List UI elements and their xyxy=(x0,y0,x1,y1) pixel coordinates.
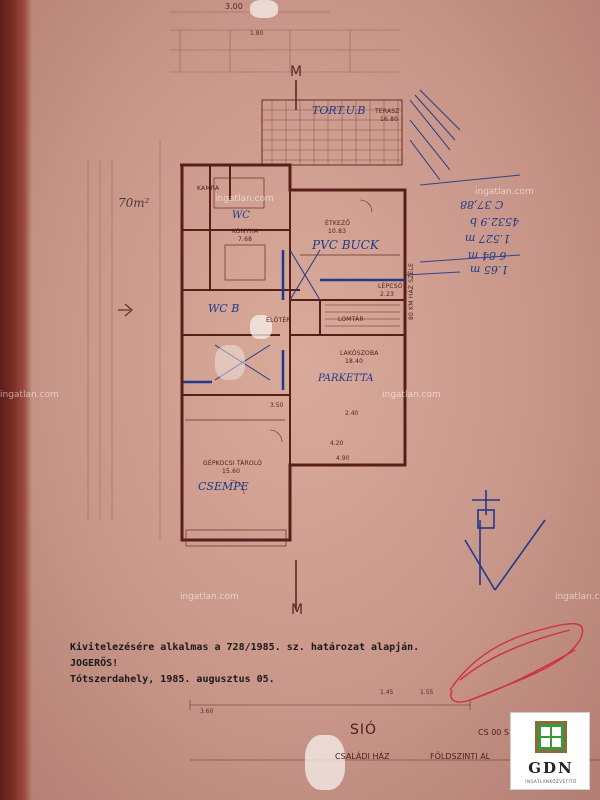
handwritten-right-number: 1.65 m xyxy=(470,263,509,276)
title-block-sheet: FÖLDSZINTI AL xyxy=(430,752,491,761)
stamp-line-final: JOGERŐS! xyxy=(70,658,119,669)
room-etkezo-label: ÉTKEZŐ xyxy=(325,220,351,227)
watermark: ingatlan.com xyxy=(475,187,534,197)
room-konyha-label: KONYHA xyxy=(232,228,259,235)
handwritten-parketta: PARKETTA xyxy=(318,373,374,384)
agency-logo: GDN INGATLANKÖZVETÍTŐ xyxy=(510,712,590,790)
handwritten-right-number: 1.527 m xyxy=(465,232,511,245)
dimension-label: 4.20 xyxy=(330,440,344,447)
top-dimension: 3.00 xyxy=(225,2,243,11)
dimension-label: 3.50 xyxy=(270,402,284,409)
room-lakoszoba-label: LAKÓSZOBA xyxy=(340,350,379,357)
watermark: ingatlan.com xyxy=(215,194,274,204)
room-garage-area: 15.60 xyxy=(222,468,241,475)
dimension-label: 3.60 xyxy=(200,708,214,715)
room-lepcso-label: LÉPCSŐ xyxy=(378,283,403,290)
paper-stain xyxy=(215,345,245,380)
room-eloter-label: ELŐTÉR xyxy=(266,317,291,324)
handwritten-right-number: 4532.9 b xyxy=(470,215,520,228)
house-window-icon xyxy=(535,721,567,753)
section-marker-bottom: M xyxy=(291,602,304,618)
paper-stain xyxy=(250,0,278,18)
side-note: 80 KM HÁZ SZÉLE xyxy=(408,262,415,320)
room-garage-label: GÉPKOCSI TÁROLÓ xyxy=(203,460,263,467)
watermark: ingatlan.com xyxy=(382,390,441,400)
agency-logo-tagline: INGATLANKÖZVETÍTŐ xyxy=(525,779,577,784)
handwritten-terrace-note: TORT.U.B xyxy=(312,104,366,117)
stamp-line-approval: Kivitelezésére alkalmas a 728/1985. sz. … xyxy=(70,642,420,653)
title-block-project: SIÓ xyxy=(350,722,378,738)
section-marker-top: M xyxy=(290,64,303,80)
title-block-code: CS 00 S xyxy=(478,728,510,737)
room-lakoszoba-area: 18.40 xyxy=(345,358,364,365)
room-terrace-area: 16.80 xyxy=(380,116,399,123)
handwritten-right-number: 6 84 m xyxy=(468,249,507,262)
agency-logo-name: GDN xyxy=(528,759,574,777)
room-kamra-label: KAMRA xyxy=(197,185,220,192)
handwritten-area-note: 70m² xyxy=(118,196,150,210)
dimension-label: 4.90 xyxy=(336,455,350,462)
handwritten-csempe: CSEMPE xyxy=(198,480,249,493)
watermark: ingatlan.com xyxy=(555,592,600,602)
handwritten-right-number: C 37,88 xyxy=(460,198,504,211)
watermark: ingatlan.com xyxy=(180,592,239,602)
dimension-label: 1.80 xyxy=(250,30,264,37)
dimension-label: 1.55 xyxy=(420,689,434,696)
stamp-line-place-date: Tótszerdahely, 1985. augusztus 05. xyxy=(70,674,275,685)
room-lomtar-label: LOMTÁR xyxy=(338,316,364,323)
approval-stamp: Kivitelezésére alkalmas a 728/1985. sz. … xyxy=(70,640,540,688)
dimension-label: 1.45 xyxy=(380,689,394,696)
room-etkezo-area: 10.83 xyxy=(328,228,347,235)
room-terrace-label: TERASZ xyxy=(375,108,400,115)
dimension-label: 2.40 xyxy=(345,410,359,417)
title-block-house: CSALÁDI HÁZ xyxy=(335,752,390,761)
handwritten-wc2-note: WC B xyxy=(208,302,240,315)
paper-edge xyxy=(0,0,32,800)
watermark: ingatlan.com xyxy=(0,390,59,400)
handwritten-pvc-note: PVC BUCK xyxy=(312,238,379,252)
handwritten-wc-note: WC xyxy=(232,210,250,221)
paper-stain xyxy=(305,735,345,790)
room-lepcso-area: 2.23 xyxy=(380,291,395,298)
paper-stain xyxy=(250,315,272,339)
room-konyha-area: 7.68 xyxy=(238,236,253,243)
